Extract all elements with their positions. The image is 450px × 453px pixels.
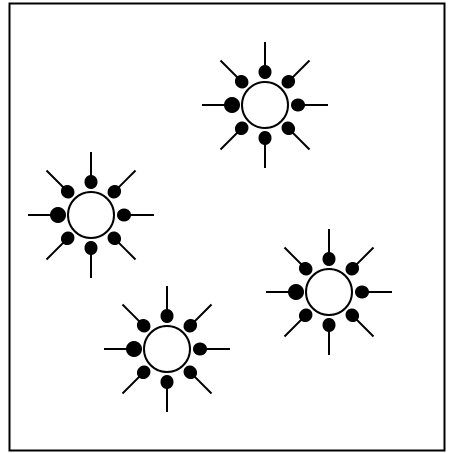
satellite-dot — [224, 97, 240, 113]
satellite-dot — [126, 341, 142, 357]
sunburst-unit — [202, 42, 328, 168]
satellite-dot — [323, 318, 336, 332]
sunburst-unit — [28, 152, 154, 278]
satellite-dot — [161, 309, 174, 323]
satellite-dot — [50, 207, 66, 223]
satellite-dot — [355, 286, 369, 299]
hub-circle — [144, 326, 190, 372]
satellite-dot — [288, 284, 304, 300]
satellite-dot — [291, 99, 305, 112]
sunburst-unit — [104, 286, 230, 412]
satellite-dot — [85, 241, 98, 255]
hub-circle — [68, 192, 114, 238]
hub-circle — [306, 269, 352, 315]
molecule-units — [28, 42, 392, 412]
satellite-dot — [85, 175, 98, 189]
satellite-dot — [161, 375, 174, 389]
satellite-dot — [117, 209, 131, 222]
satellite-dot — [193, 343, 207, 356]
satellite-dot — [259, 65, 272, 79]
sunburst-unit — [266, 229, 392, 355]
satellite-dot — [323, 252, 336, 266]
hub-circle — [242, 82, 288, 128]
satellite-dot — [259, 131, 272, 145]
